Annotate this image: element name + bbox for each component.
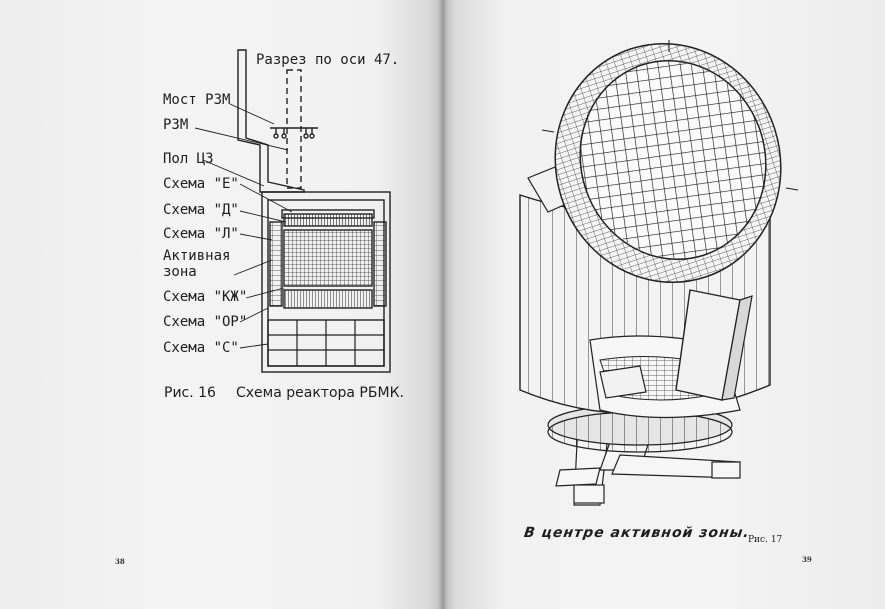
label-active-zone-line2: зона xyxy=(163,264,197,280)
figure-16-number: Рис. 16 xyxy=(164,385,216,401)
label-floor-cz: Пол ЦЗ xyxy=(163,151,214,167)
figure-16-caption: Схема реактора РБМК. xyxy=(236,385,404,401)
label-scheme-kzh: Схема "КЖ" xyxy=(163,289,248,305)
label-rzm: РЗМ xyxy=(163,117,189,133)
figure-17-caption: В центре активной зоны. xyxy=(522,525,751,541)
label-scheme-e: Схема "Е" xyxy=(163,176,239,192)
page-number-left: 38 xyxy=(115,557,125,566)
label-scheme-or: Схема "ОР" xyxy=(163,314,248,330)
book-spine xyxy=(438,0,448,609)
label-active-zone-line1: Активная xyxy=(163,248,231,264)
label-scheme-d: Схема "Д" xyxy=(163,202,239,218)
section-title: Разрез по оси 47. xyxy=(256,52,400,68)
figure-17-number: Рис. 17 xyxy=(748,535,783,545)
page-number-right: 39 xyxy=(802,555,812,564)
label-bridge-rzm: Мост РЗМ xyxy=(163,92,231,108)
label-scheme-s: Схема "С" xyxy=(163,340,239,356)
label-scheme-l: Схема "Л" xyxy=(163,226,239,242)
